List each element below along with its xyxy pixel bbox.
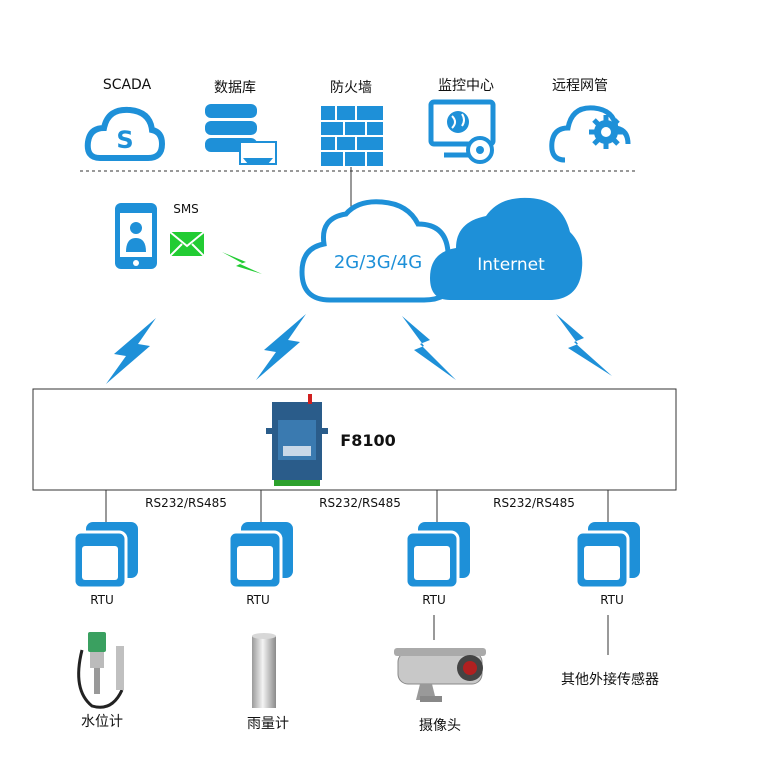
label-camera: 摄像头: [419, 718, 461, 734]
label-scada: SCADA: [102, 77, 152, 93]
lightning-icon-2: [256, 314, 306, 380]
envelope-icon: [169, 231, 205, 257]
label-2g3g4g: 2G/3G/4G: [333, 252, 423, 273]
label-rtu-1: RTU: [90, 593, 114, 607]
label-rtu-4: RTU: [600, 593, 624, 607]
rtu-icon-3: [404, 522, 470, 590]
rain-gauge-icon: [252, 633, 276, 708]
label-monitoring-center: 监控中心: [438, 78, 494, 94]
label-f8100: F8100: [340, 431, 396, 450]
label-remote-management: 远程网管: [552, 78, 608, 94]
camera-icon: [394, 648, 486, 702]
label-rain-gauge: 雨量计: [247, 716, 289, 732]
label-internet: Internet: [477, 255, 545, 275]
water-level-meter-icon: [77, 632, 124, 709]
lightning-icon-3: [402, 316, 456, 380]
firewall-icon: [321, 106, 383, 166]
sms-lightning-icon: [222, 252, 262, 274]
label-other-sensors: 其他外接传感器: [561, 672, 659, 688]
label-water-level-meter: 水位计: [81, 714, 123, 730]
rtu-icon-2: [227, 522, 293, 590]
monitor-icon: [428, 99, 496, 164]
label-sms: SMS: [173, 202, 199, 216]
rtu-icon-1: [72, 522, 138, 590]
gateway-box: [32, 388, 677, 491]
label-database: 数据库: [214, 80, 256, 96]
svg-text:S: S: [116, 126, 133, 154]
rtu-connectors: [105, 490, 609, 655]
database-icon: [205, 104, 277, 165]
lightning-icon-4: [556, 314, 612, 376]
label-link-2: RS232/RS485: [319, 496, 401, 510]
scada-cloud-icon: S: [84, 106, 166, 161]
remote-management-icon: [549, 105, 631, 163]
rtu-icon-4: [574, 522, 640, 590]
label-firewall: 防火墙: [330, 80, 372, 96]
label-link-3: RS232/RS485: [493, 496, 575, 510]
f8100-device-icon: [266, 394, 328, 486]
label-rtu-2: RTU: [246, 593, 270, 607]
label-rtu-3: RTU: [422, 593, 446, 607]
phone-icon: [115, 203, 157, 269]
cloud-internet: [430, 197, 583, 300]
lightning-icon-1: [106, 318, 156, 384]
label-link-1: RS232/RS485: [145, 496, 227, 510]
